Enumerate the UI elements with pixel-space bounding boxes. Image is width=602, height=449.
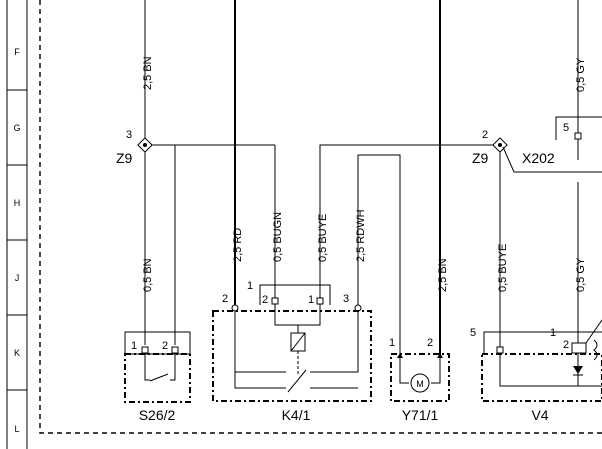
v4-coil-icon — [593, 339, 598, 361]
k4-pin-1-socket — [316, 297, 324, 305]
s26-switch-right — [170, 353, 176, 381]
row-ruler: F G H J K L — [6, 0, 28, 449]
v4-internal-wire — [499, 353, 602, 387]
v4-label: V4 — [531, 407, 548, 423]
v4-box — [481, 353, 602, 402]
wire-k4-buye — [319, 144, 500, 298]
v4-pin-2: 2 — [563, 339, 569, 351]
splice-z9-left — [137, 137, 153, 153]
k4-pin-1-top: 1 — [247, 280, 253, 292]
y71-pin-1: 1 — [389, 337, 395, 349]
splice-z9-right — [492, 137, 508, 153]
z9-left-pin: 3 — [126, 129, 132, 141]
wire-label-k4-rd: 2,5 RD — [232, 228, 244, 262]
wire-label-k4-bugn: 0,5 BUGN — [272, 212, 284, 262]
y71-pin-2-terminal — [437, 353, 443, 358]
k4-pin-1-inner: 1 — [308, 294, 314, 306]
k4-coil-wire-b — [298, 304, 321, 326]
y71-pin-1-terminal — [397, 353, 403, 358]
s26-label: S26/2 — [139, 407, 176, 423]
wire-label-k4-buye: 0,5 BUYE — [317, 214, 329, 262]
frame-border — [39, 0, 602, 434]
row-label-g: G — [13, 123, 20, 133]
x202-pin-socket — [574, 132, 582, 140]
motor-icon-letter: M — [416, 379, 424, 389]
s26-pin-1-socket — [141, 346, 149, 354]
k4-contact-nc — [310, 311, 359, 373]
k4-contact-left — [234, 311, 286, 389]
k4-pin-2-inner: 2 — [262, 294, 268, 306]
wire-label-s26-bottom: 0,5 BN — [142, 258, 154, 292]
k4-pin-3: 3 — [343, 293, 349, 305]
wire-label-gy-bottom: 0,5 GY — [575, 257, 587, 292]
wire-k4-rdwh — [357, 154, 401, 355]
v4-terminal-block — [571, 342, 587, 354]
k4-box — [212, 310, 372, 402]
motor-icon — [410, 373, 430, 393]
s26-pin-2: 2 — [162, 340, 168, 352]
wire-label-gy-top: 0,5 GY — [575, 57, 587, 92]
diode-icon — [573, 366, 583, 374]
y71-pin-2: 2 — [427, 337, 433, 349]
y71-wire-right — [431, 358, 441, 384]
row-label-k: K — [14, 348, 20, 358]
wire-label-v4-buye: 0,5 BUYE — [497, 244, 509, 292]
k4-pin-2-outer: 2 — [222, 293, 228, 305]
v4-coil-lead — [585, 319, 602, 344]
s26-pin-1: 1 — [131, 340, 137, 352]
v4-pin-5-socket — [496, 346, 504, 354]
s26-pin-2-socket — [171, 346, 179, 354]
s26-switch-left — [144, 353, 150, 381]
y71-label: Y71/1 — [402, 407, 439, 423]
z9-right-pin: 2 — [482, 129, 488, 141]
z9-right-label: Z9 — [472, 150, 489, 166]
wire-x202-link — [502, 146, 602, 173]
s26-box — [124, 353, 191, 403]
row-label-f: F — [14, 47, 20, 57]
row-label-h: H — [14, 198, 21, 208]
v4-pin-1: 1 — [550, 327, 556, 339]
k4-coil-diagonal — [290, 332, 306, 352]
z9-left-label: Z9 — [116, 150, 133, 166]
wire-label-k4-rdwh: 2,5 RDWH — [355, 209, 367, 262]
s26-switch-contact-icon — [149, 373, 169, 382]
y71-box — [390, 353, 450, 402]
k4-label: K4/1 — [282, 407, 311, 423]
wire-label-y71-bn: 2,5 BN — [437, 258, 449, 292]
y71-wire-left — [399, 358, 409, 384]
x202-connector — [555, 116, 602, 140]
row-label-j: J — [15, 273, 20, 283]
k4-pin-2-socket — [271, 297, 279, 305]
k4-connector — [259, 284, 331, 305]
v4-pin-5: 5 — [470, 327, 476, 339]
k4-switch-icon — [287, 369, 307, 393]
v4-connector — [483, 331, 602, 354]
x202-pin: 5 — [563, 122, 569, 134]
row-label-l: L — [14, 424, 19, 434]
k4-coil-wire-a — [274, 304, 299, 333]
x202-label: X202 — [522, 150, 555, 166]
wire-label-s26-top: 2,5 BN — [142, 56, 154, 90]
